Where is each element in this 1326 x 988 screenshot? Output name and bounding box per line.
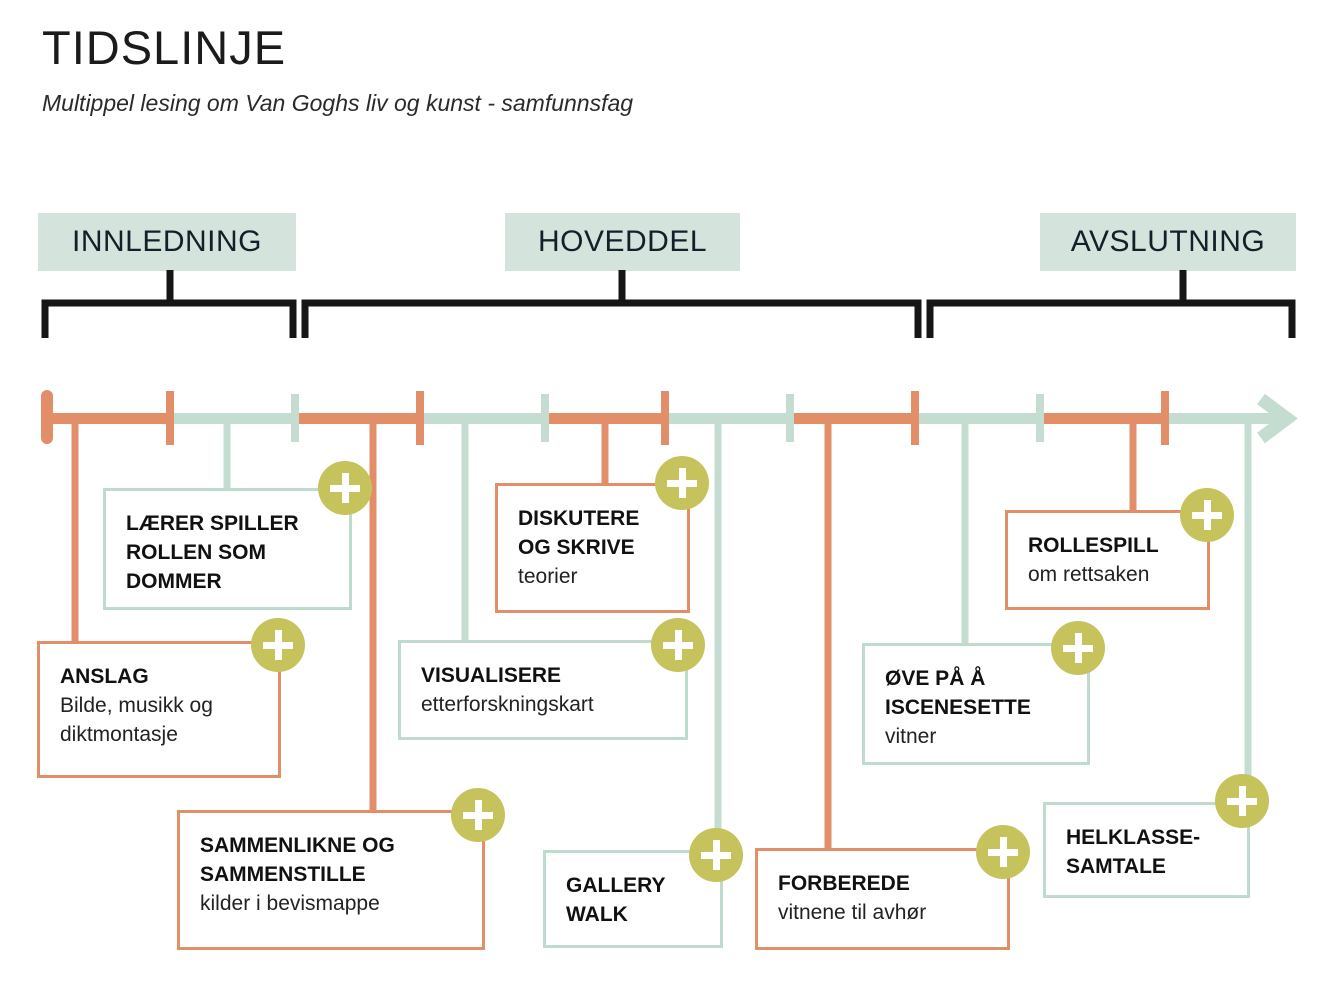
event-title: DISKUTERE OG SKRIVE (518, 507, 640, 559)
add-hotspot-button-anslag[interactable] (251, 618, 305, 672)
add-hotspot-button-visualisere[interactable] (651, 618, 705, 672)
plus-icon (651, 618, 705, 672)
event-box-diskutere: DISKUTERE OG SKRIVE teorier (495, 483, 690, 613)
event-box-helklasse: HELKLASSE-SAMTALE (1043, 802, 1250, 898)
timeline-start-cap (41, 390, 53, 444)
phase-label-innledning: INNLEDNING (38, 213, 296, 271)
add-hotspot-button-sammenlikne[interactable] (451, 788, 505, 842)
add-hotspot-button-gallery[interactable] (689, 828, 743, 882)
event-box-visualisere: VISUALISERE etterforskningskart (398, 640, 688, 740)
plus-icon (689, 828, 743, 882)
event-subtitle: etterforskningskart (421, 692, 594, 716)
event-box-laerer: LÆRER SPILLER ROLLEN SOM DOMMER (103, 488, 352, 610)
page-subtitle: Multippel lesing om Van Goghs liv og kun… (42, 90, 634, 116)
add-hotspot-button-diskutere[interactable] (655, 456, 709, 510)
bracket-avslutning (926, 270, 1296, 338)
event-box-ove: ØVE PÅ Å ISCENESETTE vitner (862, 643, 1090, 765)
bracket-hoveddel (301, 270, 922, 338)
phase-label-avslutning: AVSLUTNING (1040, 213, 1296, 271)
arrow-right-icon (1257, 393, 1298, 444)
add-hotspot-button-rollespill[interactable] (1180, 488, 1234, 542)
event-subtitle: vitner (885, 724, 937, 748)
event-title: LÆRER SPILLER ROLLEN SOM DOMMER (126, 512, 299, 593)
event-box-sammenlikne: SAMMENLIKNE OG SAMMENSTILLE kilder i bev… (177, 810, 485, 950)
plus-icon (655, 456, 709, 510)
event-subtitle: teorier (518, 564, 578, 588)
plus-icon (451, 788, 505, 842)
plus-icon (976, 825, 1030, 879)
event-title: ROLLESPILL (1028, 534, 1159, 557)
add-hotspot-button-forberede[interactable] (976, 825, 1030, 879)
phase-label-hoveddel: HOVEDDEL (505, 213, 740, 271)
plus-icon (1215, 774, 1269, 828)
event-title: FORBEREDE (778, 872, 910, 895)
timeline-ticks (166, 391, 1169, 445)
event-box-anslag: ANSLAG Bilde, musikk og diktmontasje (37, 641, 281, 778)
event-connectors (71, 420, 1252, 853)
event-subtitle: kilder i bevismappe (200, 891, 380, 915)
plus-icon (1051, 621, 1105, 675)
event-subtitle: om rettsaken (1028, 562, 1150, 586)
timeline-axis (45, 413, 1278, 424)
page-title: TIDSLINJE (42, 21, 287, 74)
event-subtitle: vitnene til avhør (778, 900, 927, 924)
add-hotspot-button-laerer[interactable] (318, 461, 372, 515)
event-title: GALLERY WALK (566, 874, 666, 926)
event-title: VISUALISERE (421, 664, 562, 687)
event-box-rollespill: ROLLESPILL om rettsaken (1005, 510, 1210, 610)
event-subtitle: Bilde, musikk og diktmontasje (60, 693, 213, 746)
plus-icon (318, 461, 372, 515)
add-hotspot-button-helklasse[interactable] (1215, 774, 1269, 828)
add-hotspot-button-ove[interactable] (1051, 621, 1105, 675)
event-box-forberede: FORBEREDE vitnene til avhør (755, 848, 1010, 950)
bracket-innledning (41, 270, 297, 338)
plus-icon (251, 618, 305, 672)
event-title: SAMMENLIKNE OG SAMMENSTILLE (200, 834, 395, 886)
event-title: HELKLASSE-SAMTALE (1066, 826, 1201, 878)
plus-icon (1180, 488, 1234, 542)
event-title: ØVE PÅ Å ISCENESETTE (885, 667, 1031, 719)
event-title: ANSLAG (60, 665, 149, 688)
